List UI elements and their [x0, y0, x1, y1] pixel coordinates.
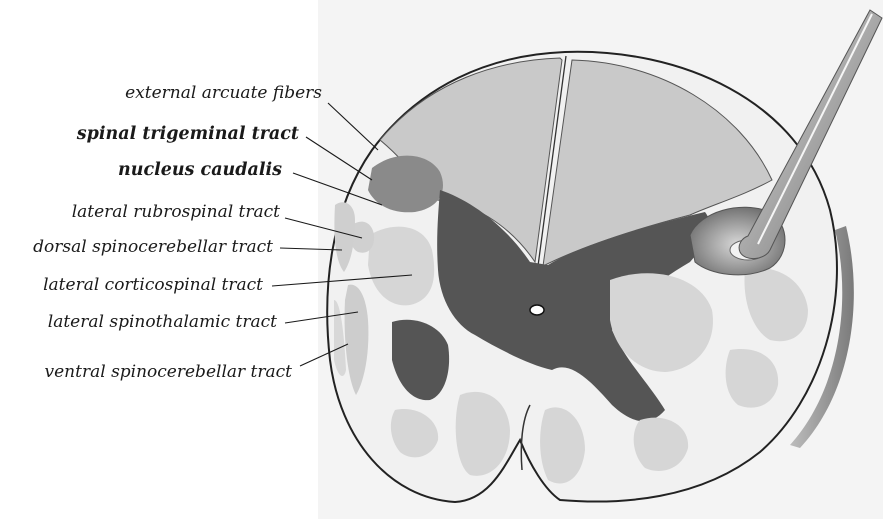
label-dorsal-spinocerebellar-tract: dorsal spinocerebellar tract	[33, 237, 273, 257]
label-spinal-trigeminal-tract: spinal trigeminal tract	[76, 124, 299, 144]
label-external-arcuate-fibers: external arcuate fibers	[125, 83, 322, 103]
label-nucleus-caudalis: nucleus caudalis	[118, 160, 282, 180]
label-ventral-spinocerebellar-tract: ventral spinocerebellar tract	[45, 362, 293, 382]
central-canal	[530, 305, 544, 315]
label-lateral-rubrospinal-tract: lateral rubrospinal tract	[72, 202, 280, 222]
label-lateral-corticospinal-tract: lateral corticospinal tract	[43, 275, 263, 295]
label-lateral-spinothalamic-tract: lateral spinothalamic tract	[48, 312, 277, 332]
